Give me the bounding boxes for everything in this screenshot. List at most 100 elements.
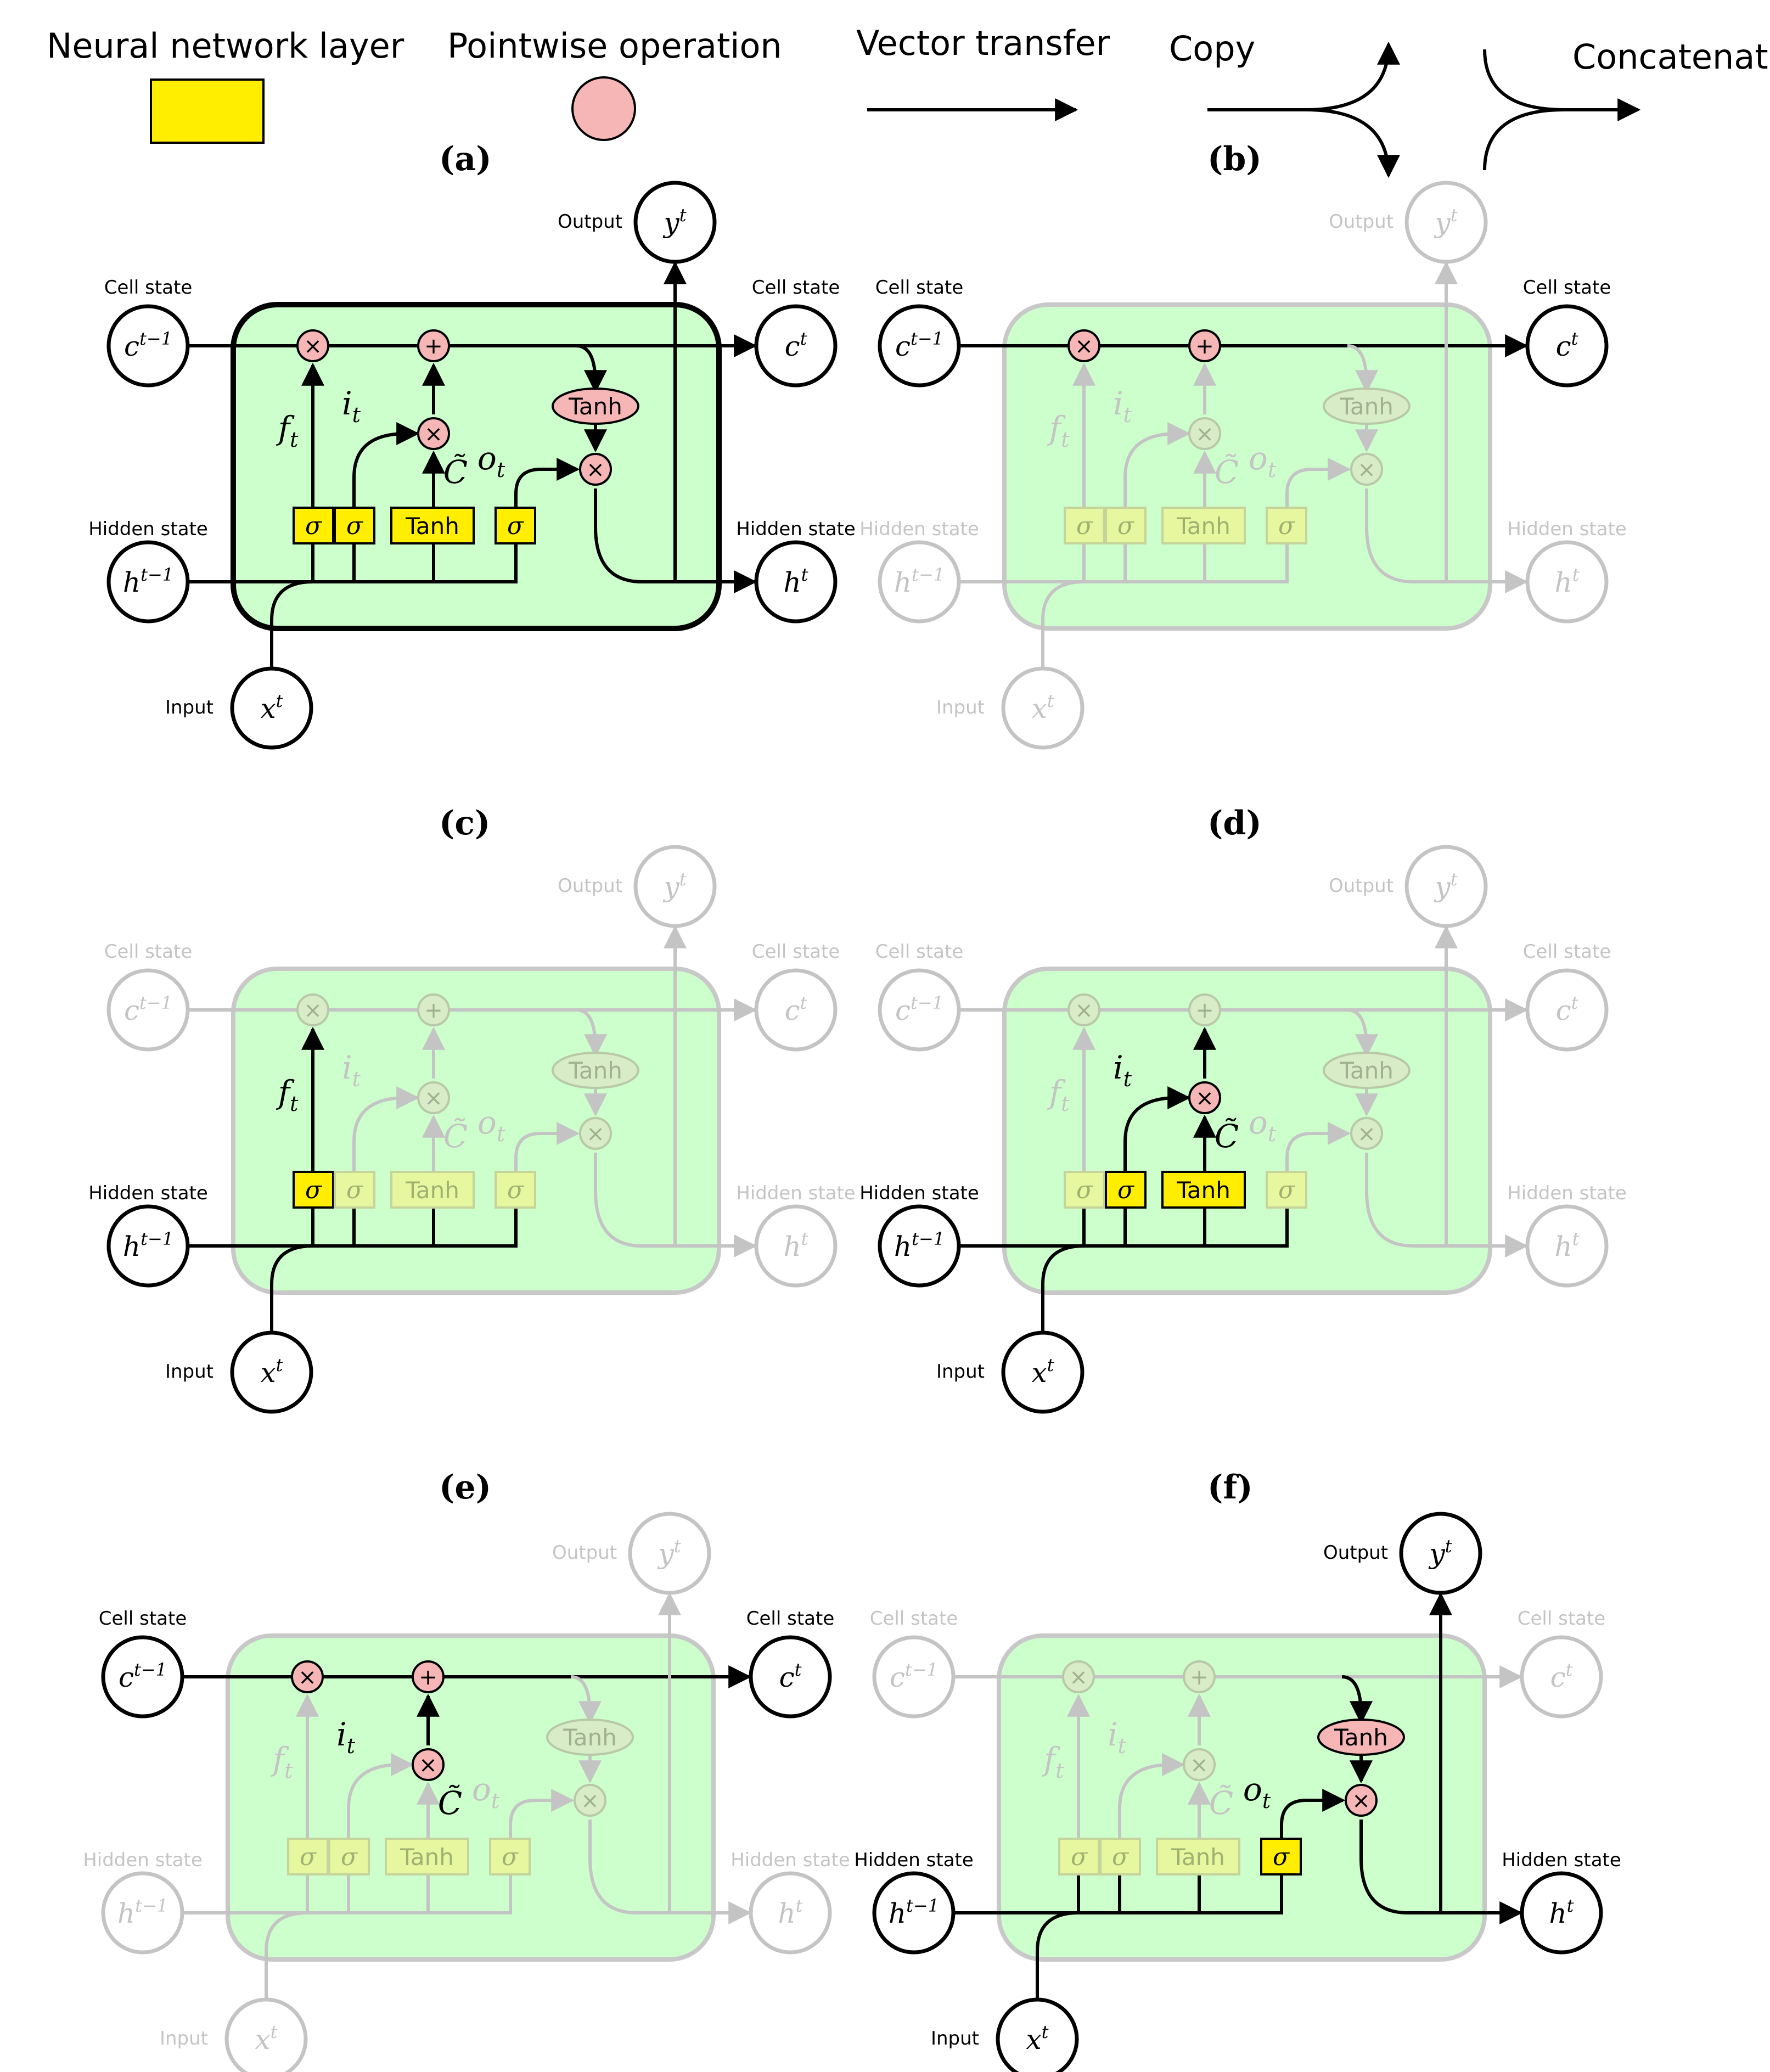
input-gate-arrow	[1123, 1086, 1191, 1172]
forget-gate-sigma	[293, 507, 334, 544]
output-node-label: yt	[657, 1536, 681, 1570]
output-node	[628, 1512, 711, 1595]
hidden-state-next-node-label: ht	[1554, 1228, 1579, 1262]
input-multiply-op	[1188, 1081, 1221, 1114]
cell-state-prev-node-label: ct−1	[119, 1659, 167, 1693]
input-node	[1001, 666, 1085, 750]
input-x-line	[1041, 580, 1085, 675]
cell-add-op	[417, 993, 450, 1026]
input-node	[230, 666, 313, 750]
input-multiply-op	[1188, 417, 1221, 450]
panel-label-c: (c)	[439, 804, 490, 843]
forget-gate-sigma	[1064, 507, 1105, 544]
legend-copy-label: Copy	[1169, 29, 1255, 69]
candidate-symbol: C̃	[443, 1117, 468, 1155]
forget-multiply-op	[291, 1660, 324, 1693]
cell-state-label-right: Cell state	[1518, 1608, 1606, 1630]
cell-state-label-left: Cell state	[99, 1608, 187, 1630]
hidden-state-label-left: Hidden state	[859, 518, 979, 540]
cell-state-label-right: Cell state	[746, 1608, 835, 1630]
output-gate-sigma-label: σ	[502, 1843, 519, 1871]
forget-multiply-op	[1062, 1660, 1095, 1693]
input-node-label: xt	[1026, 2022, 1048, 2056]
hidden-state-prev-node-label: ht−1	[117, 1895, 168, 1929]
input-gate-symbol: it	[1113, 385, 1132, 427]
output-tanh-label: Tanh	[1334, 1724, 1388, 1751]
output-gate-sigma-label: σ	[507, 1176, 525, 1204]
candidate-tanh-label: Tanh	[1176, 1177, 1230, 1204]
candidate-tanh-label: Tanh	[1171, 1844, 1225, 1871]
hidden-state-next-node	[754, 1204, 838, 1288]
output-gate-arrow	[514, 458, 580, 508]
panel-label-e: (e)	[439, 1468, 491, 1507]
input-gate-symbol: it	[1113, 1049, 1132, 1091]
input-label: Input	[931, 2028, 979, 2049]
cell-to-tanh-arrow	[576, 1008, 607, 1058]
hidden-state-prev-node	[872, 1871, 956, 1955]
output-tanh-label: Tanh	[1339, 1057, 1393, 1084]
output-tanh-label: Tanh	[563, 1724, 617, 1751]
cell-to-tanh-arrow	[570, 1675, 602, 1725]
cell-state-next-node	[1525, 304, 1609, 388]
input-node-label: xt	[255, 2022, 277, 2056]
cell-state-prev-node	[878, 968, 961, 1052]
panel-label-b: (b)	[1207, 140, 1262, 178]
cell-add-op-symbol: +	[1195, 334, 1214, 359]
input-gate-sigma-label: σ	[1112, 1843, 1130, 1871]
output-gate-arrow	[509, 1789, 575, 1839]
output-gate-arrow	[1285, 458, 1351, 508]
output-gate-symbol: ot	[477, 1104, 505, 1146]
hidden-state-prev-node-label: ht−1	[889, 1895, 939, 1929]
legend-neural-network-layer-label: Neural network layer	[47, 26, 404, 66]
candidate-tanh	[390, 1171, 475, 1209]
cell-add-op-symbol: +	[424, 334, 443, 359]
input-gate-symbol: it	[342, 1049, 361, 1091]
input-node-label: xt	[1031, 690, 1054, 725]
cell-state-next-node-label: ct	[779, 1659, 802, 1693]
input-gate-sigma-label: σ	[1117, 512, 1135, 540]
forget-multiply-op-symbol: ×	[304, 998, 322, 1023]
cell-state-label-right: Cell state	[752, 941, 840, 963]
output-node	[1404, 845, 1488, 928]
candidate-symbol: C̃	[1215, 1117, 1239, 1155]
forget-gate-sigma-label: σ	[1071, 1843, 1088, 1871]
hidden-state-label-right: Hidden state	[1507, 518, 1627, 540]
hidden-state-prev-node-label: ht−1	[894, 1228, 945, 1262]
forget-gate-symbol: ft	[1047, 409, 1070, 452]
hidden-state-label-right: Hidden state	[1507, 1182, 1627, 1204]
output-gate-sigma	[1260, 1838, 1302, 1876]
hidden-output-line	[1359, 1820, 1523, 1924]
cell-state-label-left: Cell state	[875, 277, 964, 299]
candidate-tanh	[390, 507, 475, 544]
candidate-tanh-label: Tanh	[400, 1844, 454, 1871]
input-multiply-op-symbol: ×	[419, 1753, 437, 1778]
cell-state-label-right: Cell state	[1523, 277, 1611, 299]
output-gate-sigma-label: σ	[1273, 1843, 1290, 1871]
input-node-label: xt	[260, 1355, 283, 1389]
cell-add-op	[1188, 329, 1221, 362]
output-label: Output	[552, 1542, 617, 1564]
hidden-state-next-node	[1520, 1871, 1603, 1955]
panel-label-f: (f)	[1207, 1468, 1253, 1507]
output-gate-sigma	[1266, 1171, 1307, 1209]
input-gate-arrow	[1118, 1753, 1185, 1839]
output-multiply-op	[574, 1784, 606, 1817]
forget-multiply-op	[1067, 329, 1100, 362]
output-multiply-op-symbol: ×	[1357, 457, 1376, 482]
hidden-output-line	[594, 1153, 757, 1257]
input-gate-sigma	[334, 507, 375, 544]
output-multiply-op-symbol: ×	[586, 1121, 605, 1147]
cell-add-op	[417, 329, 450, 362]
cell-state-prev-node	[872, 1635, 956, 1719]
forget-gate-sigma-label: σ	[1076, 1176, 1094, 1204]
input-multiply-op-symbol: ×	[1195, 422, 1214, 447]
forget-multiply-op-symbol: ×	[298, 1665, 317, 1690]
input-node-label: xt	[1031, 1355, 1054, 1389]
output-label: Output	[1329, 875, 1393, 897]
output-node-label: yt	[662, 869, 686, 903]
forget-multiply-op-symbol: ×	[1075, 334, 1093, 359]
output-label: Output	[558, 875, 622, 897]
forget-gate-sigma-label: σ	[305, 512, 323, 540]
cell-state-prev-node-label: ct−1	[124, 328, 172, 362]
